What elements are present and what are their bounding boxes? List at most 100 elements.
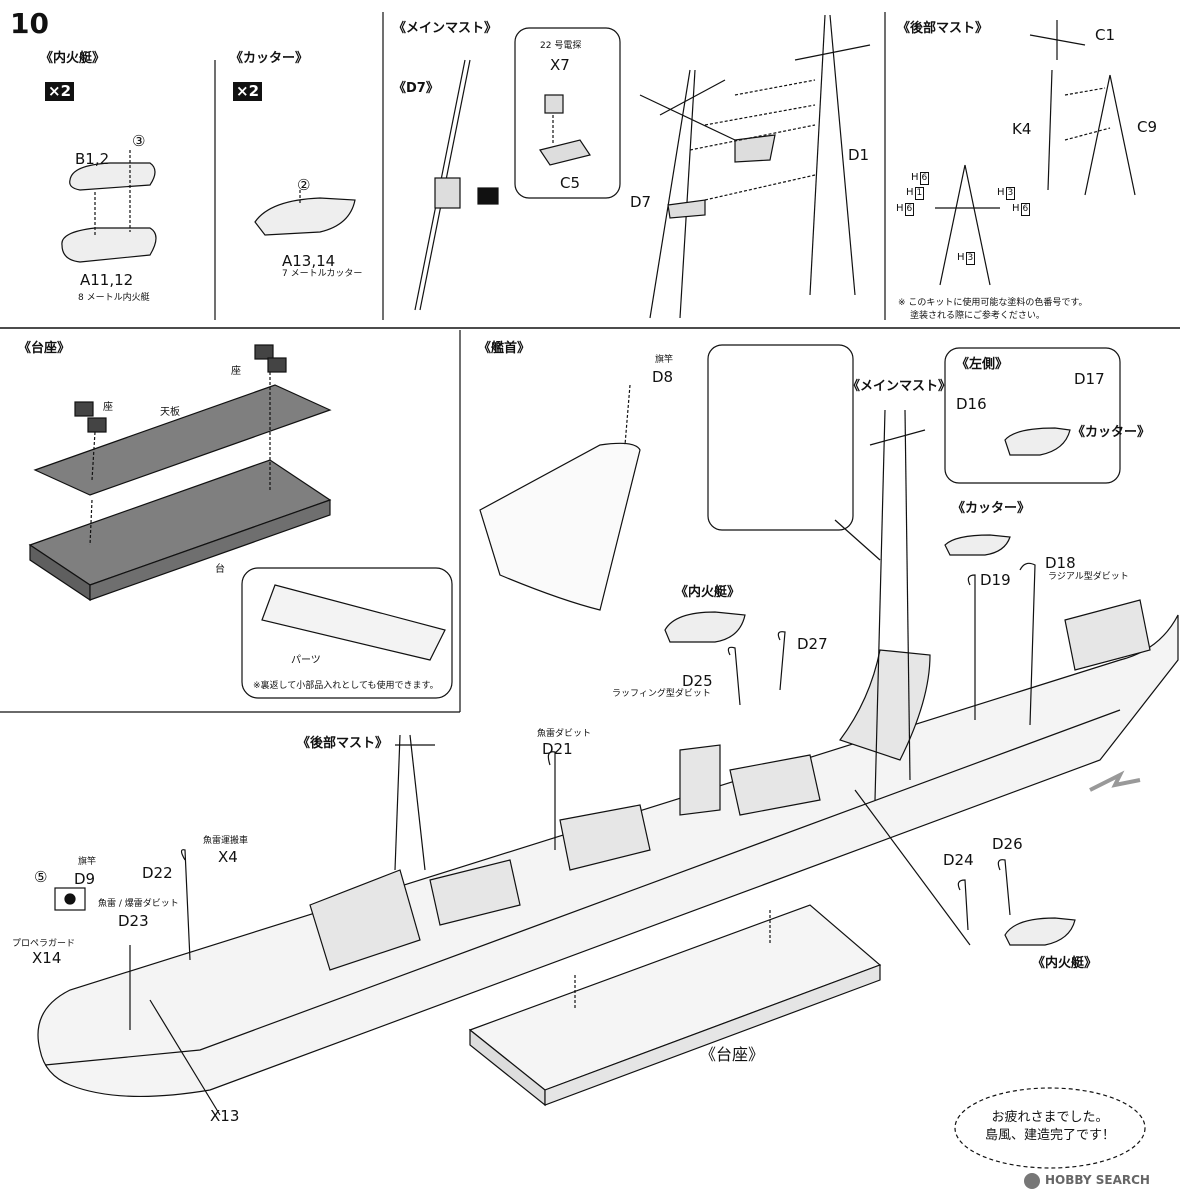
davit-caption: ラジアル型ダビット: [1048, 572, 1129, 582]
part-label: X14: [32, 949, 62, 967]
part-label: D9: [74, 870, 96, 888]
callout-line: [149, 999, 221, 1116]
part-label: D27: [797, 635, 828, 653]
flagpole-caption: 旗竿: [655, 355, 674, 365]
cutter-section-title: 《カッター》: [230, 51, 309, 66]
bow-section-title: 《艦首》: [478, 341, 531, 356]
badge-line: 島風、建造完了です！: [984, 1128, 1115, 1143]
stand-exploded-illustration: [28, 344, 332, 602]
part-label: X4: [218, 848, 238, 866]
stand-callout-title: 《台座》: [700, 1045, 765, 1064]
paint-number: ⑤: [34, 868, 48, 886]
davit-d27: [777, 631, 786, 691]
launch-section-title: 《内火艇》: [40, 51, 106, 66]
quantity-badge: ×2: [45, 82, 75, 101]
cutter-boat-illustration: [254, 190, 356, 236]
part-caption: 8 メートル内火艇: [78, 293, 150, 303]
rear-mast-illustration: [935, 20, 1136, 286]
part-label: A11,12: [80, 271, 134, 289]
part-label: K4: [1012, 120, 1032, 138]
cutter-inset-title: 《カッター》: [1072, 425, 1151, 440]
rear-mast-section-title: 《後部マスト》: [897, 21, 989, 36]
davit-d21: [547, 751, 556, 850]
davit-caption: ラッフィング型ダビット: [612, 689, 711, 699]
cutter-callout-title: 《カッター》: [952, 501, 1031, 516]
part-label: D16: [956, 395, 987, 413]
davit-caption: 魚雷 / 爆雷ダビット: [98, 899, 179, 909]
cutter-detail-frame: [944, 347, 1121, 484]
part-caption: プロペラガード: [12, 939, 76, 949]
part-caption: 魚雷運搬車: [203, 836, 249, 846]
part-label: D21: [542, 740, 573, 758]
part-label: D7: [630, 193, 652, 211]
paint-number: ③: [132, 132, 146, 150]
left-side-title: 《左側》: [956, 357, 1009, 372]
mainmast-detail-frame: [707, 344, 854, 531]
davit-caption: 魚雷ダビット: [537, 729, 592, 739]
part-caption: 7 メートルカッター: [282, 269, 363, 279]
flagpole-caption: 旗竿: [78, 857, 97, 867]
launch-callout-title: 《内火艇》: [675, 585, 741, 600]
cutter-boat-icon: [944, 534, 1011, 556]
launch-callout-title: 《内火艇》: [1032, 956, 1098, 971]
badge-line: お疲れさまでした。: [991, 1110, 1109, 1125]
part-label: 座: [231, 366, 241, 377]
part-label: D22: [142, 864, 173, 882]
part-label: C5: [560, 174, 581, 192]
parts-tray-frame: [241, 567, 453, 699]
paint-note: 塗装される際にご参考ください。: [910, 311, 1045, 321]
part-label: X7: [550, 56, 570, 74]
part-label: C9: [1137, 118, 1158, 136]
part-label: D17: [1074, 370, 1105, 388]
display-stand-illustration: [468, 904, 882, 1107]
part-label: D26: [992, 835, 1023, 853]
davit-d19: [967, 574, 976, 720]
radar-caption: 22 号電探: [540, 41, 582, 51]
part-label: パーツ: [291, 655, 321, 666]
radar-parts-illustration: [539, 94, 591, 166]
bow-illustration: [479, 384, 641, 611]
quantity-badge: ×2: [233, 82, 263, 101]
part-label: D19: [980, 571, 1011, 589]
paint-number: ②: [297, 176, 311, 194]
part-label: D18: [1045, 554, 1076, 572]
launch-boat-icon: [664, 611, 746, 643]
main-mast-section-title: 《メインマスト》: [393, 21, 498, 36]
callout-line: [834, 519, 881, 561]
completion-badge: お疲れさまでした。 島風、建造完了です！: [960, 1093, 1140, 1163]
rear-mast-callout-title: 《後部マスト》: [297, 736, 389, 751]
part-label: 座: [103, 402, 113, 413]
launch-boat-icon: [1004, 917, 1076, 946]
step-number: 10: [10, 7, 49, 40]
davit-d25: [727, 646, 741, 706]
main-mast-callout-title: 《メインマスト》: [847, 379, 952, 394]
part-label: D23: [118, 912, 149, 930]
stand-note: ※裏返して小部品入れとしても使用できます。: [253, 681, 439, 691]
parts-tray-illustration: [261, 584, 446, 661]
paint-note: ※ このキットに使用可能な塗料の色番号です。: [898, 298, 1088, 308]
part-label: B1,2: [75, 150, 110, 168]
davit-d22: [180, 849, 191, 961]
part-label: A13,14: [282, 252, 336, 270]
d7-mast-illustration: [414, 59, 499, 311]
part-label: X13: [210, 1107, 240, 1125]
part-label: 台: [215, 564, 225, 575]
part-label: D1: [848, 146, 870, 164]
main-mast-assembly-illustration: [639, 14, 871, 319]
d7-subtitle: 《D7》: [393, 81, 439, 96]
ensign-sun: [64, 893, 76, 905]
destroyer-hull-illustration: [37, 409, 1179, 1116]
davit-d26: [997, 859, 1011, 916]
launch-boat-illustration: [61, 150, 157, 263]
stand-section-title: 《台座》: [18, 341, 71, 356]
direction-arrow: [1089, 770, 1141, 792]
watermark-logo-icon: [1024, 1173, 1040, 1189]
part-label: 天板: [160, 407, 180, 418]
